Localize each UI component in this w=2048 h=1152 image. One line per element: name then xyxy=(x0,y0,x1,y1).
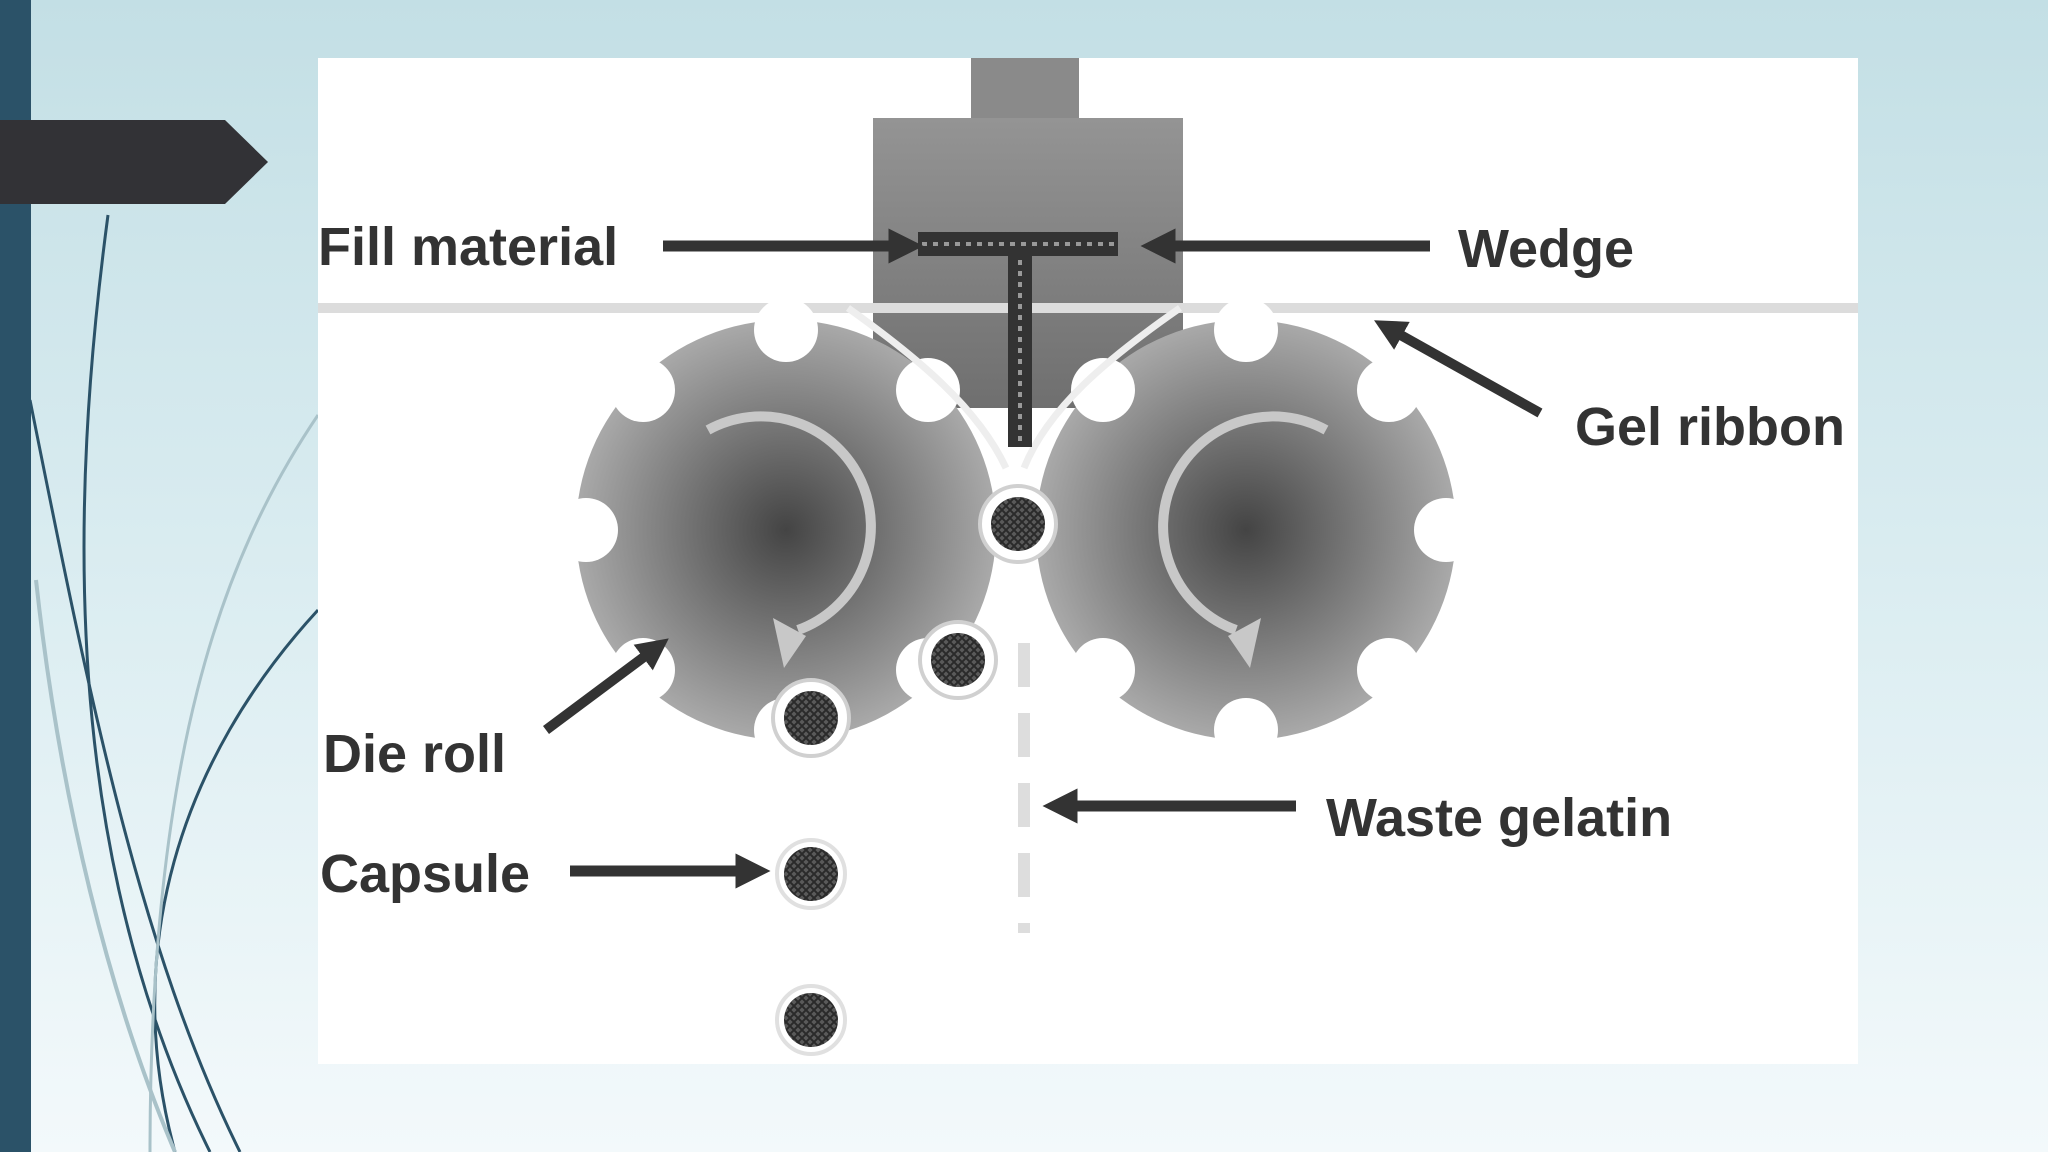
feed-pipe xyxy=(971,58,1079,124)
gel-ribbon-right xyxy=(1020,305,1182,470)
capsule xyxy=(775,984,847,1056)
capsule xyxy=(775,838,847,910)
label-die-roll: Die roll xyxy=(323,724,506,784)
die-roll-arrow xyxy=(543,638,669,735)
capsule xyxy=(918,620,998,700)
softgel-encapsulation-diagram: Fill material Wedge Gel ribbon Die roll … xyxy=(318,58,1858,1064)
label-gel-ribbon: Gel ribbon xyxy=(1575,397,1845,457)
label-fill-material: Fill material xyxy=(318,217,618,277)
gel-ribbon-arrow xyxy=(1374,320,1543,418)
gel-ribbon-left xyxy=(845,305,1010,470)
label-waste-gelatin: Waste gelatin xyxy=(1326,788,1672,848)
capsule xyxy=(771,678,851,758)
title-tag-shape xyxy=(0,120,268,204)
label-capsule: Capsule xyxy=(320,844,530,904)
capsule xyxy=(978,484,1058,564)
decorative-curves xyxy=(28,214,320,1152)
die-roll-right xyxy=(1036,298,1478,762)
label-wedge: Wedge xyxy=(1458,219,1634,279)
